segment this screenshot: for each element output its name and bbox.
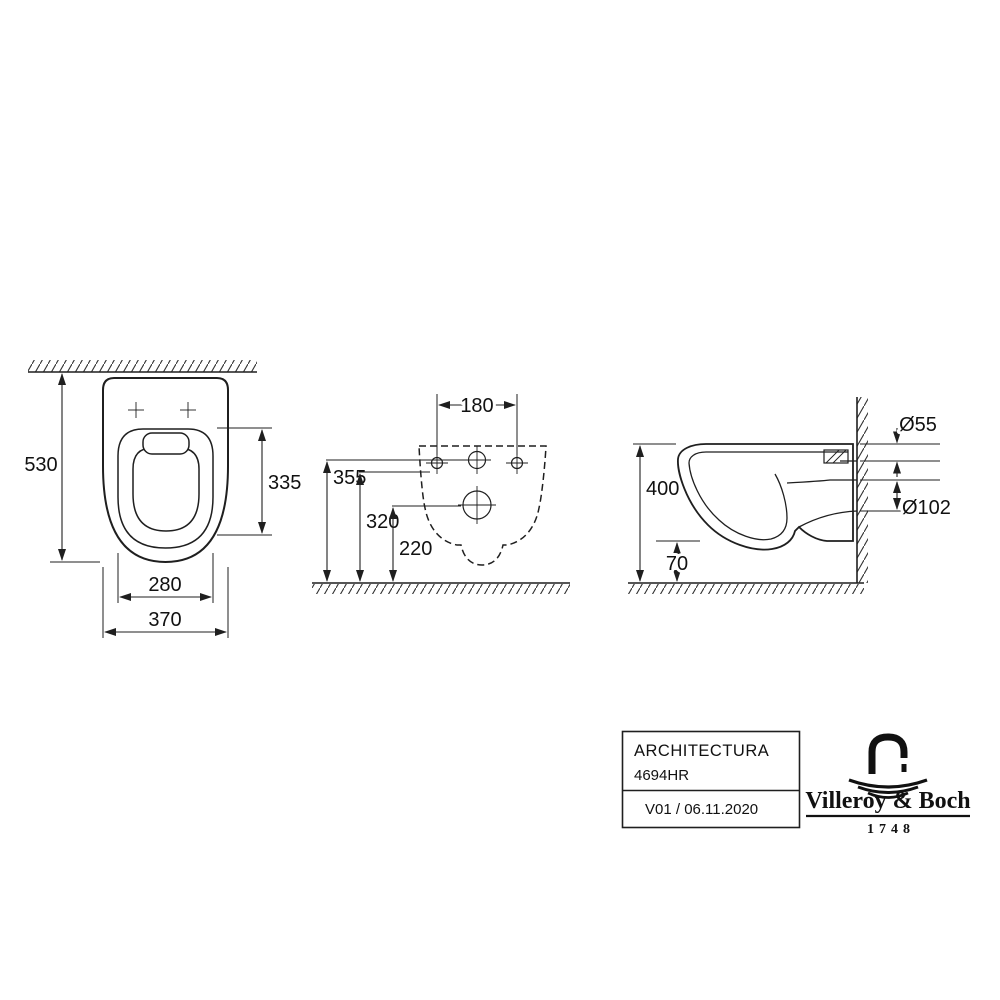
dim-70: 70 bbox=[656, 540, 700, 582]
dim-400-label: 400 bbox=[646, 478, 679, 500]
dim-55-label: Ø55 bbox=[899, 414, 937, 436]
fixing-hole-left bbox=[426, 452, 448, 474]
dim-180-label: 180 bbox=[460, 395, 493, 417]
dim-335-label: 335 bbox=[268, 472, 301, 494]
series-name: ARCHITECTURA bbox=[634, 742, 769, 760]
top-view: 530 335 280 370 bbox=[21, 360, 304, 638]
fixing-bracket bbox=[823, 449, 849, 464]
dim-370: 370 bbox=[102, 567, 229, 638]
dim-280-label: 280 bbox=[148, 574, 181, 596]
outlet-pipe-bottom bbox=[798, 510, 858, 528]
title-block-frame bbox=[621, 730, 801, 829]
outlet-hole bbox=[458, 486, 496, 524]
dim-370-label: 370 bbox=[148, 609, 181, 631]
title-block: ARCHITECTURA 4694HR V01 / 06.11.2020 Vil… bbox=[621, 730, 971, 837]
bowl-inner-profile bbox=[688, 451, 848, 541]
seat-outline bbox=[117, 428, 214, 549]
wall-hatch bbox=[28, 360, 257, 372]
front-view: 180 355 320 220 bbox=[312, 392, 570, 594]
dim-335: 335 bbox=[217, 427, 304, 536]
floor-hatch-side bbox=[628, 584, 864, 594]
dim-220: 220 bbox=[389, 505, 461, 582]
dim-70-label: 70 bbox=[666, 553, 688, 575]
dim-220-label: 220 bbox=[399, 538, 432, 560]
dim-180: 180 bbox=[436, 392, 518, 455]
toilet-silhouette-dashed bbox=[418, 445, 547, 566]
toilet-side-profile bbox=[677, 443, 854, 551]
dim-530-label: 530 bbox=[24, 454, 57, 476]
revision-date: V01 / 06.11.2020 bbox=[645, 801, 758, 818]
founding-year: 1748 bbox=[867, 822, 915, 837]
faucet-icon bbox=[868, 733, 908, 774]
ripples-icon bbox=[848, 778, 928, 799]
dim-320: 320 bbox=[356, 471, 430, 582]
fixing-hole-right bbox=[506, 452, 528, 474]
dim-355-label: 355 bbox=[333, 467, 366, 489]
outlet-pipe-top bbox=[786, 479, 857, 484]
article-number: 4694HR bbox=[634, 767, 689, 784]
seat-hinge-cover bbox=[142, 432, 190, 455]
dim-320-label: 320 bbox=[366, 511, 399, 533]
dim-102-label: Ø102 bbox=[902, 497, 951, 519]
wall-hatch-side bbox=[857, 397, 868, 583]
villeroy-boch-logo: Villeroy & Boch 1748 bbox=[805, 733, 971, 837]
dim-530: 530 bbox=[21, 373, 100, 563]
dim-400: 400 bbox=[633, 443, 682, 582]
dim-280: 280 bbox=[117, 553, 214, 603]
side-view: 400 70 Ø55 Ø102 bbox=[628, 397, 954, 594]
seat-fixing-crosshairs bbox=[128, 402, 196, 418]
dim-55: Ø55 bbox=[860, 411, 940, 477]
brand-name: Villeroy & Boch bbox=[805, 788, 970, 814]
water-inlet-hole bbox=[463, 446, 491, 474]
floor-hatch bbox=[312, 584, 570, 594]
bowl-opening bbox=[132, 447, 200, 532]
dim-102: Ø102 bbox=[860, 479, 954, 522]
